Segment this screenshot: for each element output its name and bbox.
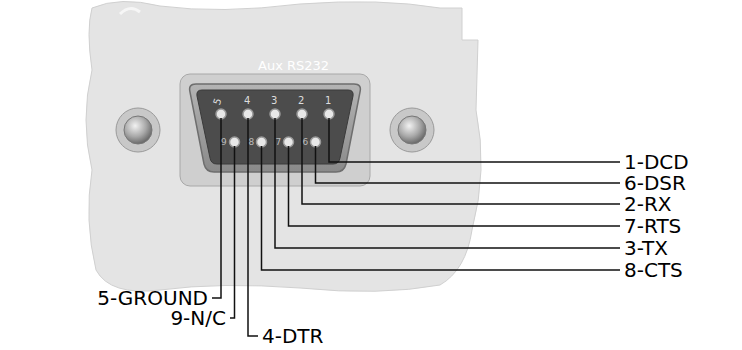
pin-number: 4 — [244, 95, 250, 106]
jack-screw-head — [124, 116, 152, 144]
pin-number: 9 — [221, 137, 227, 147]
jack-screw — [390, 108, 434, 152]
jack-screw-head — [398, 116, 426, 144]
signal-name: 6-DSR — [624, 172, 686, 194]
signal-name: 7-RTS — [624, 215, 681, 237]
leader-lines — [212, 118, 620, 336]
pin-number: 8 — [249, 137, 255, 147]
signal-name: 3-TX — [624, 237, 668, 259]
signal-name: 5-GROUND — [97, 287, 208, 309]
pin-number: 6 — [303, 137, 309, 147]
panel-label: Aux RS232 — [258, 59, 329, 73]
pin-number: 2 — [298, 95, 304, 106]
signal-name: 8-CTS — [624, 259, 683, 281]
panel-highlight — [120, 8, 140, 14]
signal-name: 1-DCD — [624, 151, 689, 173]
signal-name: 2-RX — [624, 193, 672, 215]
pin-number: 3 — [271, 95, 277, 106]
signal-name: 9-N/C — [170, 307, 226, 329]
pin-number: 7 — [276, 137, 282, 147]
pin-number: 1 — [325, 95, 331, 106]
signal-name: 4-DTR — [262, 325, 323, 347]
jack-screw — [116, 108, 160, 152]
